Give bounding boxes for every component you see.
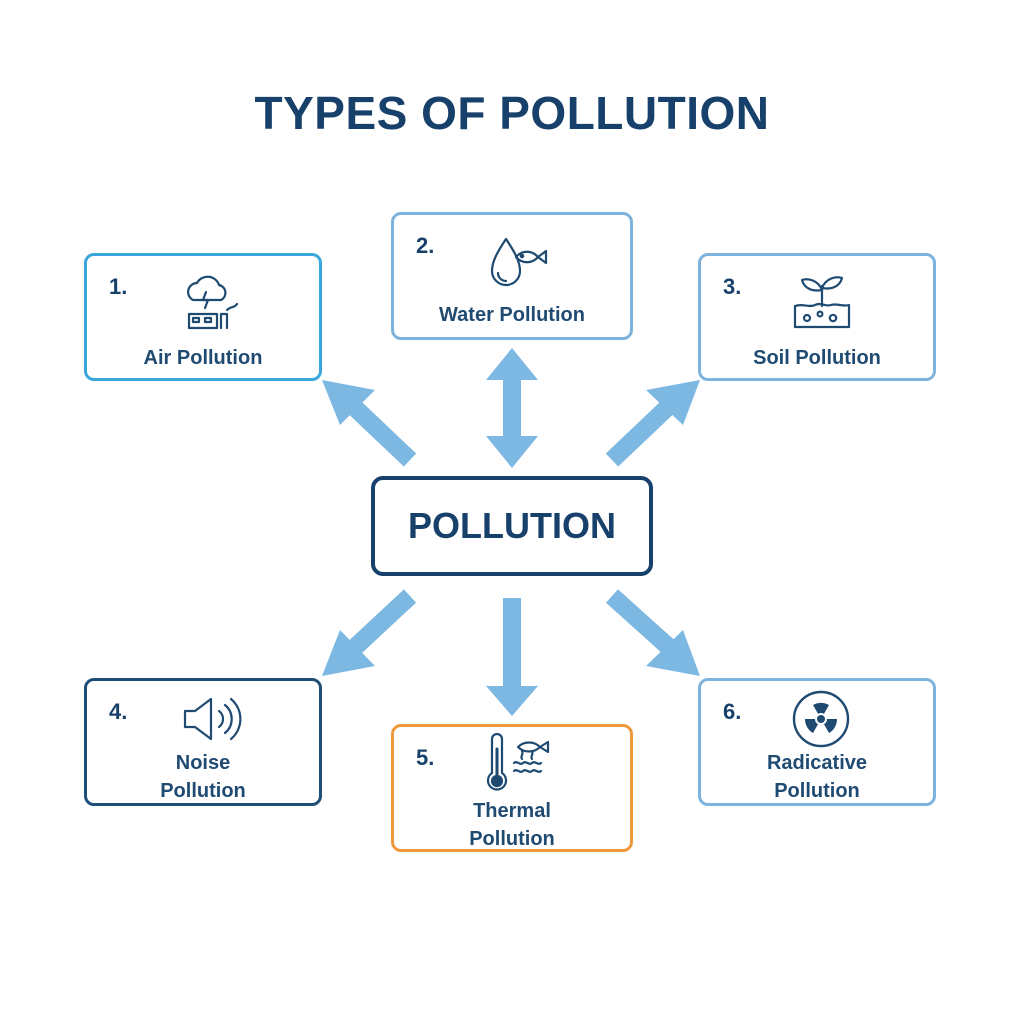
card-label: Water Pollution — [439, 304, 585, 326]
card-radiative-pollution: 6. Radicative Pollution — [698, 678, 936, 806]
speaker-icon — [183, 697, 242, 741]
card-label: Air Pollution — [143, 347, 263, 369]
arrow-to-radiative — [605, 589, 700, 676]
card-thermal-pollution: 5. Thermal Pollution — [391, 724, 633, 852]
card-label: Thermal Pollution — [469, 800, 555, 850]
center-pollution-box: POLLUTION — [371, 476, 653, 576]
radiation-icon — [792, 690, 850, 748]
card-noise-pollution: 4. Noise Pollution — [84, 678, 322, 806]
arrow-to-noise — [322, 589, 417, 676]
water-drop-fish-icon — [490, 237, 548, 287]
card-number: 4. — [109, 699, 128, 724]
card-soil-pollution: 3. Soil Pollution — [698, 253, 936, 381]
card-label: Radicative Pollution — [766, 752, 868, 802]
card-number: 6. — [723, 699, 742, 724]
page-title: TYPES OF POLLUTION — [254, 87, 770, 139]
card-label: Soil Pollution — [753, 347, 881, 369]
arrow-to-air — [322, 380, 417, 467]
arrow-to-water — [486, 348, 538, 468]
card-air-pollution: 1. Air Pollution — [84, 253, 322, 381]
arrow-to-soil — [605, 380, 700, 467]
card-number: 5. — [416, 745, 435, 770]
thermometer-fish-icon — [486, 733, 550, 791]
card-number: 3. — [723, 274, 742, 299]
card-water-pollution: 2. Water Pollution — [391, 212, 633, 340]
card-number: 2. — [416, 233, 435, 258]
arrow-to-thermal — [486, 598, 538, 716]
card-number: 1. — [109, 274, 128, 299]
sprout-soil-icon — [793, 276, 851, 329]
card-label: Noise Pollution — [160, 752, 246, 802]
cloud-factory-icon — [187, 275, 239, 330]
